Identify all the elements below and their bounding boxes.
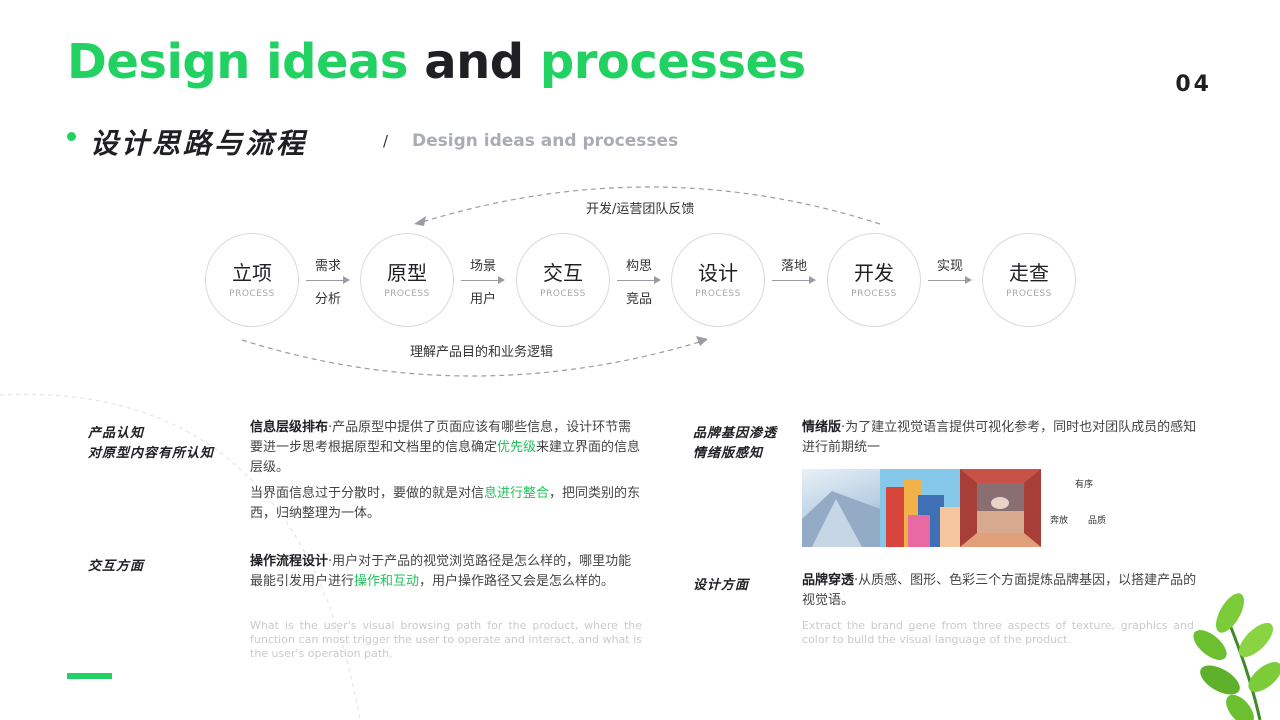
connector-arrow-icon [453,274,513,288]
connector-arrow-icon [298,274,358,288]
para-bold: 操作流程设计 [250,554,329,569]
para-text: 来建立界面的信息层级。 [250,440,641,475]
label-interaction: 交互方面 [88,559,145,574]
label-product-cognition: 产品认知 对原型内容有所认知 [88,424,214,464]
para-bold: 信息层级排布 [250,420,329,435]
step-title: 立项 [232,261,272,285]
colorful-buildings-icon [880,469,960,547]
step-kaifa: 开发 PROCESS [827,233,921,327]
connector-top-label: 构思 [625,259,652,274]
top-arc-arrowhead [414,216,426,226]
paragraph-moodboard: 情绪版·为了建立视觉语言提供可视化参考，同时也对团队成员的感知进行前期统一 [802,418,1197,458]
para-text: ·为了建立视觉语言提供可视化参考，同时也对团队成员的感知进行前期统一 [802,420,1197,455]
step-jiaohu: 交互 PROCESS [516,233,610,327]
red-room-doorway-icon [960,469,1041,547]
title-part-3: processes [539,34,806,90]
feedback-top-label: 开发/运营团队反馈 [586,202,695,217]
section-title-separator: / [383,132,389,150]
step-sheji: 设计 PROCESS [671,233,765,327]
step-sub: PROCESS [229,289,275,299]
step-sub: PROCESS [851,289,897,299]
top-feedback-arc [415,186,881,225]
architecture-shape-icon [802,491,880,547]
page-number: 04 [1175,72,1212,97]
feedback-arcs [241,186,881,377]
title-part-2: and [424,34,524,90]
para-text: ，用户操作路径又会是怎么样的。 [419,574,615,589]
connector-bottom-label: 分析 [314,292,341,307]
para-bold: 情绪版 [802,420,842,435]
label-line: 产品认知 [88,426,145,441]
step-sub: PROCESS [695,289,741,299]
english-paragraph-left: What is the user's visual browsing path … [250,619,642,660]
label-line: 对原型内容有所认知 [88,446,215,461]
moodboard-word: 品质 [1088,516,1107,526]
paragraph-brand-penetration: 品牌穿透·从质感、图形、色彩三个方面提炼品牌基因，以搭建产品的视觉语。 [802,571,1197,611]
paragraph-info-integration: 当界面信息过于分散时，要做的就是对信息进行整合，把同类别的东西，归纳整理为一体。 [250,484,642,524]
para-text: ·产品原型中提供了页面应该有哪些信息，设计环节需要进一步思考根据原型和文档里的信… [250,420,632,455]
step-title: 原型 [387,261,427,285]
connector-3: 构思 竞品 [609,255,669,307]
title-part-1: Design ideas [67,34,409,90]
para-bold: 品牌穿透 [802,573,855,588]
paragraph-operation-flow: 操作流程设计·用户对于产品的视觉浏览路径是怎么样的，哪里功能最能引发用户进行操作… [250,552,642,592]
step-sub: PROCESS [540,289,586,299]
connector-5: 实现 [920,255,980,288]
bottom-feedback-arc [241,339,707,377]
page-title: Design ideas and processes [67,34,806,90]
english-paragraph-right: Extract the brand gene from three aspect… [802,619,1194,646]
connector-bottom-label: 竞品 [625,292,652,307]
moodboard-word: 奔放 [1050,516,1069,526]
connector-1: 需求 分析 [298,255,358,307]
para-highlight: 优先级 [497,440,537,455]
connector-top-label: 需求 [314,259,341,274]
label-design: 设计方面 [693,578,750,593]
step-sub: PROCESS [384,289,430,299]
step-zoucha: 走查 PROCESS [982,233,1076,327]
para-highlight: 操作和互动 [354,574,420,589]
step-title: 开发 [854,261,894,285]
para-text: 当界面信息过于分散时，要做的就是对信 [250,486,485,501]
moodboard-image-colorful-buildings [880,469,960,547]
connector-arrow-icon [764,274,824,288]
para-text: ·从质感、图形、色彩三个方面提炼品牌基因，以搭建产品的视觉语。 [802,573,1197,608]
section-title-cn: 设计思路与流程 [90,127,308,160]
connector-arrow-icon [609,274,669,288]
feedback-bottom-label: 理解产品目的和业务逻辑 [410,345,554,360]
bottom-arc-arrowhead [696,336,708,346]
connector-4: 落地 [764,255,824,288]
label-line: 品牌基因渗透 [693,426,778,441]
step-lixiang: 立项 PROCESS [205,233,299,327]
moodboard-image-architecture [802,469,880,547]
step-title: 交互 [543,261,583,285]
paragraph-info-hierarchy: 信息层级排布·产品原型中提供了页面应该有哪些信息，设计环节需要进一步思考根据原型… [250,418,642,478]
step-yuanxing: 原型 PROCESS [360,233,454,327]
plant-leaves-icon [1193,593,1280,720]
footer-accent-bar [67,673,112,679]
connector-top-label: 实现 [936,259,963,274]
para-text: ·用户对于产品的视觉浏览路径是怎么样的，哪里功能最能引发用户进行 [250,554,632,589]
label-line: 情绪版感知 [693,446,764,461]
connector-arrow-icon [920,274,980,288]
connector-top-label: 场景 [469,259,496,274]
moodboard-word: 有序 [1075,480,1094,490]
moodboard-words-panel: 有序 奔放 品质 [1041,469,1121,547]
step-title: 走查 [1009,261,1049,285]
step-title: 设计 [698,261,738,285]
connector-2: 场景 用户 [453,255,513,307]
moodboard-image-red-room [960,469,1041,547]
para-text: ，把同类别的东西，归纳整理为一体。 [250,486,641,521]
connector-bottom-label: 用户 [469,292,496,307]
connector-top-label: 落地 [780,259,807,274]
para-highlight: 息进行整合 [484,486,550,501]
section-title-en: Design ideas and processes [412,131,679,151]
step-sub: PROCESS [1006,289,1052,299]
bullet-dot-icon [67,132,76,141]
label-brand-gene: 品牌基因渗透 情绪版感知 [693,424,777,464]
